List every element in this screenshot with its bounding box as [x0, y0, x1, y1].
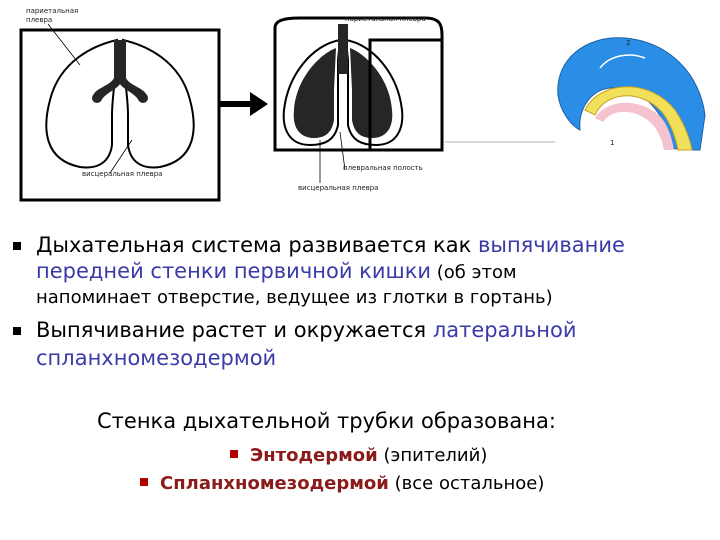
- right-lung-diagram: париетальная плевра плевральная полость …: [273, 15, 444, 192]
- bullet-1-small: (об этом: [431, 262, 517, 283]
- wall-item-2-marker: [140, 478, 148, 486]
- left-lung-diagram: париетальная плевра висцеральная плевра: [19, 7, 221, 202]
- bullet-list: Дыхательная система развивается как выпя…: [12, 232, 717, 372]
- bullet-2-marker: [13, 327, 21, 335]
- bullet-1-highlight: выпячивание передней стенки первичной ки…: [36, 233, 625, 283]
- right-parietal-label: париетальная плевра: [345, 15, 426, 23]
- left-parietal-label-1: париетальная: [26, 7, 78, 15]
- lung-development-figure: париетальная плевра висцеральная плевра …: [19, 7, 706, 202]
- bullet-2-text: Выпячивание растет и окружается: [36, 318, 433, 342]
- wall-item-splanchnomesoderm: Спланхномезодермой (все остальное): [140, 472, 544, 496]
- bullet-1-note: напоминает отверстие, ведущее из глотки …: [36, 287, 553, 308]
- wall-title: Стенка дыхательной трубки образована:: [97, 409, 556, 433]
- left-visceral-label: висцеральная плевра: [82, 170, 162, 178]
- wall-item-2-rest: (все остальное): [388, 473, 545, 494]
- bullet-2: Выпячивание растет и окружается латераль…: [12, 316, 717, 372]
- bullet-1-text: Дыхательная система развивается как: [36, 233, 478, 257]
- pleural-cavity-label: плевральная полость: [343, 164, 423, 172]
- embryo-mark-2: 2: [626, 39, 630, 47]
- embryo-diagram: 2 1: [445, 37, 706, 151]
- bullet-1: Дыхательная система развивается как выпя…: [12, 232, 717, 310]
- wall-item-2-bold: Спланхномезодермой: [160, 473, 389, 494]
- left-parietal-label-2: плевра: [26, 16, 52, 24]
- embryo-mark-1: 1: [610, 139, 614, 147]
- wall-item-1-bold: Энтодермой: [250, 445, 378, 466]
- development-arrow-icon: [218, 92, 268, 116]
- bullet-1-marker: [13, 242, 21, 250]
- wall-item-1-rest: (эпителий): [377, 445, 488, 466]
- right-visceral-label: висцеральная плевра: [298, 184, 378, 192]
- wall-item-endoderm: Энтодермой (эпителий): [230, 444, 487, 468]
- bullet-2-highlight: латеральной спланхномезодермой: [36, 318, 577, 370]
- wall-item-1-marker: [230, 450, 238, 458]
